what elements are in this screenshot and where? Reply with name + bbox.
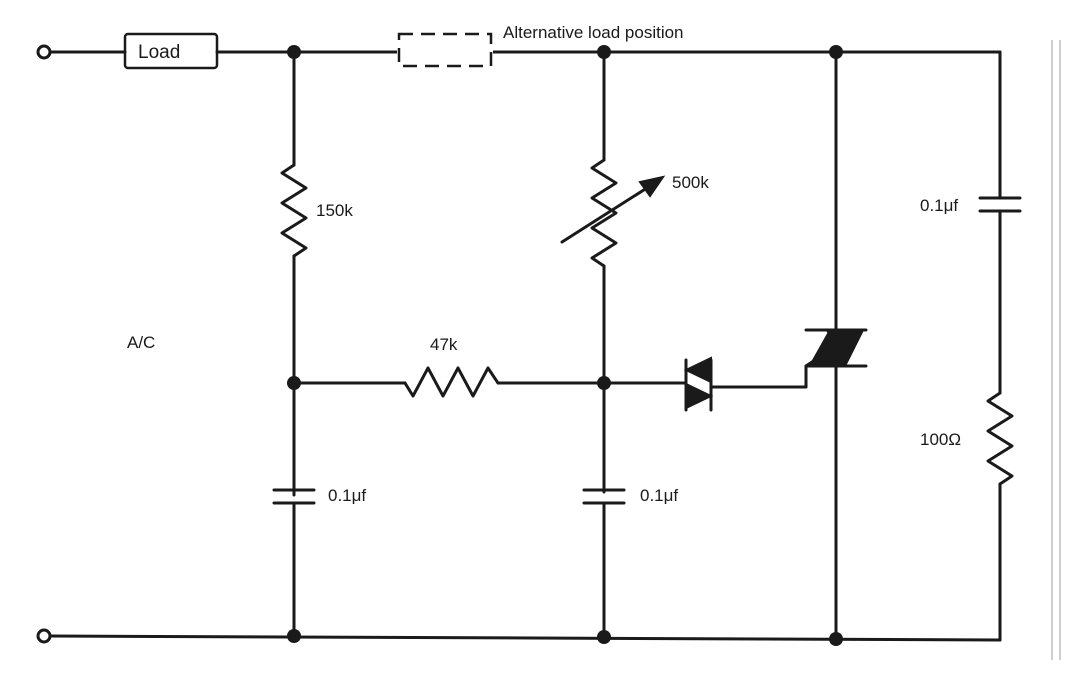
triac-icon (804, 50, 868, 642)
resistor-47k-label: 47k (430, 335, 458, 354)
junction-dot-icon (829, 45, 843, 59)
column-500k (582, 50, 626, 638)
resistor-500k-label: 500k (672, 173, 709, 192)
terminal-icon (36, 628, 52, 644)
column-150k (272, 50, 316, 638)
resistor-icon (986, 391, 1014, 486)
alternative-load-label: Alternative load position (503, 23, 684, 42)
resistor-47k (292, 366, 606, 398)
junction-dot-icon (829, 632, 843, 646)
resistor-150k-label: 150k (316, 201, 353, 220)
junction-dots (287, 45, 843, 646)
junction-dot-icon (287, 629, 301, 643)
diac-icon (602, 356, 820, 412)
terminal-icon (36, 44, 52, 60)
junction-dot-icon (287, 376, 301, 390)
capacitor-icon (978, 196, 1022, 213)
ac-label: A/C (127, 333, 155, 352)
alternative-load-box: Alternative load position (397, 23, 684, 68)
junction-dot-icon (597, 45, 611, 59)
resistor-icon (403, 366, 500, 398)
potentiometer-icon (590, 158, 618, 268)
resistor-100-label: 100Ω (920, 430, 961, 449)
snubber-branch (978, 50, 1022, 642)
capacitor-1-label: 0.1μf (328, 486, 366, 505)
resistor-icon (280, 163, 308, 258)
capacitor-2-label: 0.1μf (640, 486, 678, 505)
junction-dot-icon (597, 630, 611, 644)
junction-dot-icon (597, 376, 611, 390)
variable-arrow-icon (560, 175, 666, 244)
capacitor-3-label: 0.1μf (920, 196, 958, 215)
junction-dot-icon (287, 45, 301, 59)
scan-edge-artifact (1051, 40, 1061, 660)
bottom-rail (48, 634, 1002, 642)
load-label: Load (138, 42, 180, 63)
load-box: Load (123, 32, 219, 70)
